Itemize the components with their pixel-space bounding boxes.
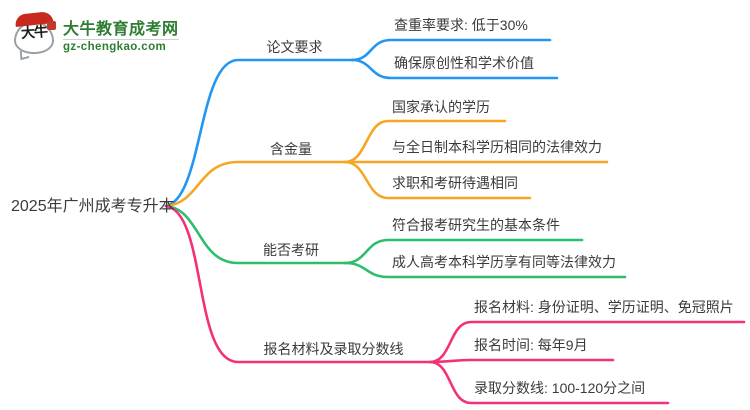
leaf-node: 求职和考研待遇相同 <box>392 175 518 191</box>
leaf-node: 报名材料: 身份证明、学历证明、免冠照片 <box>474 299 734 315</box>
leaf-node: 确保原创性和学术价值 <box>394 55 534 71</box>
branch-node-thesis: 论文要求 <box>266 39 323 55</box>
site-logo: 大牛 大牛教育成考网 gz-chengkao.com <box>12 11 179 61</box>
root-node: 2025年广州成考专升本 <box>11 198 175 215</box>
branch-node-postgrad: 能否考研 <box>263 242 319 258</box>
branch-value-connector <box>164 160 347 208</box>
leaf-node: 与全日制本科学历相同的法律效力 <box>392 139 602 155</box>
leaf-underline <box>343 261 627 279</box>
branch-postgrad-connector <box>164 204 347 265</box>
leaf-node: 查重率要求: 低于30% <box>394 17 528 33</box>
branch-materials-connector <box>164 204 432 364</box>
leaf-underline <box>343 119 507 164</box>
leaf-underline <box>428 320 746 364</box>
leaf-node: 符合报考研究生的基本条件 <box>392 217 560 233</box>
leaf-node: 成人高考本科学历享有同等法律效力 <box>392 254 616 270</box>
branch-node-value: 含金量 <box>270 141 312 157</box>
logo-copy: 大牛教育成考网 gz-chengkao.com <box>63 20 179 54</box>
leaf-underline <box>428 360 670 405</box>
leaf-underline <box>428 358 615 364</box>
leaf-node: 国家承认的学历 <box>392 99 490 115</box>
red-seal-icon <box>47 21 56 30</box>
logo-bubble-icon: 大牛 <box>12 11 58 61</box>
leaf-node: 报名时间: 每年9月 <box>474 337 588 353</box>
branch-thesis-connector <box>164 58 354 208</box>
logo-url: gz-chengkao.com <box>63 39 179 54</box>
branch-node-materials: 报名材料及录取分数线 <box>263 341 404 357</box>
leaf-node: 录取分数线: 100-120分之间 <box>474 380 646 396</box>
logo-title: 大牛教育成考网 <box>63 21 179 38</box>
leaf-underline <box>350 58 559 80</box>
leaf-underline <box>343 160 532 200</box>
